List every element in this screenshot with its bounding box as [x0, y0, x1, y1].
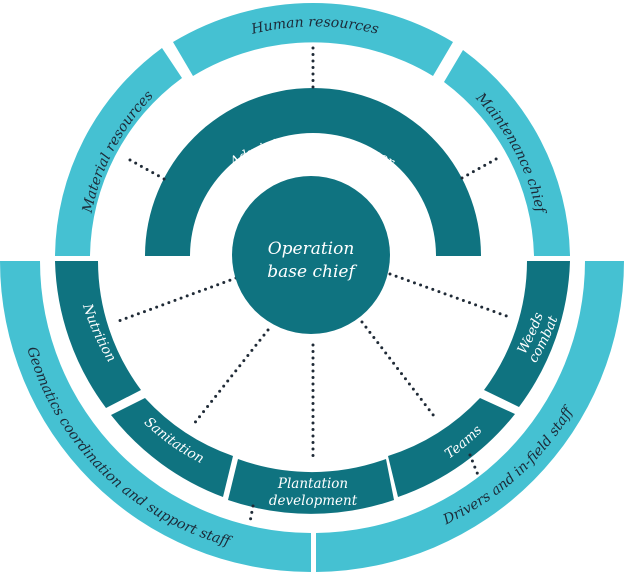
plantation-label-line1: Plantation: [277, 476, 348, 492]
connector-weeds-combat: [388, 272, 514, 320]
teams-segment: [388, 398, 515, 497]
connector-maintenance-chief: [460, 156, 500, 180]
connector-nutrition: [114, 276, 238, 324]
connector-teams: [360, 320, 439, 422]
administrative-manager-arch: [145, 88, 481, 256]
connector-material-resources: [128, 158, 168, 182]
connector-drivers: [468, 453, 480, 477]
connector-sanitation: [191, 328, 270, 427]
human-resources-segment: [173, 3, 453, 76]
maintenance-chief-segment: [444, 50, 570, 256]
connector-geomatics: [248, 504, 255, 524]
plantation-development-segment: [228, 459, 394, 514]
drivers-segment: [316, 261, 624, 572]
inner-ring: [55, 261, 570, 514]
outer-bottom-ring: [0, 261, 624, 572]
center-label-line1: Operation: [268, 239, 355, 259]
human-resources-label: Human resources: [249, 14, 380, 38]
geomatics-segment: [0, 261, 311, 572]
center-circle: [232, 176, 390, 334]
plantation-label-line2: development: [269, 493, 358, 509]
center-label-line2: base chief: [267, 262, 357, 282]
nutrition-segment: [55, 261, 141, 408]
sanitation-segment: [111, 398, 233, 497]
material-resources-segment: [55, 48, 182, 256]
outer-top-ring: [55, 3, 570, 256]
weeds-combat-segment: [484, 261, 570, 407]
